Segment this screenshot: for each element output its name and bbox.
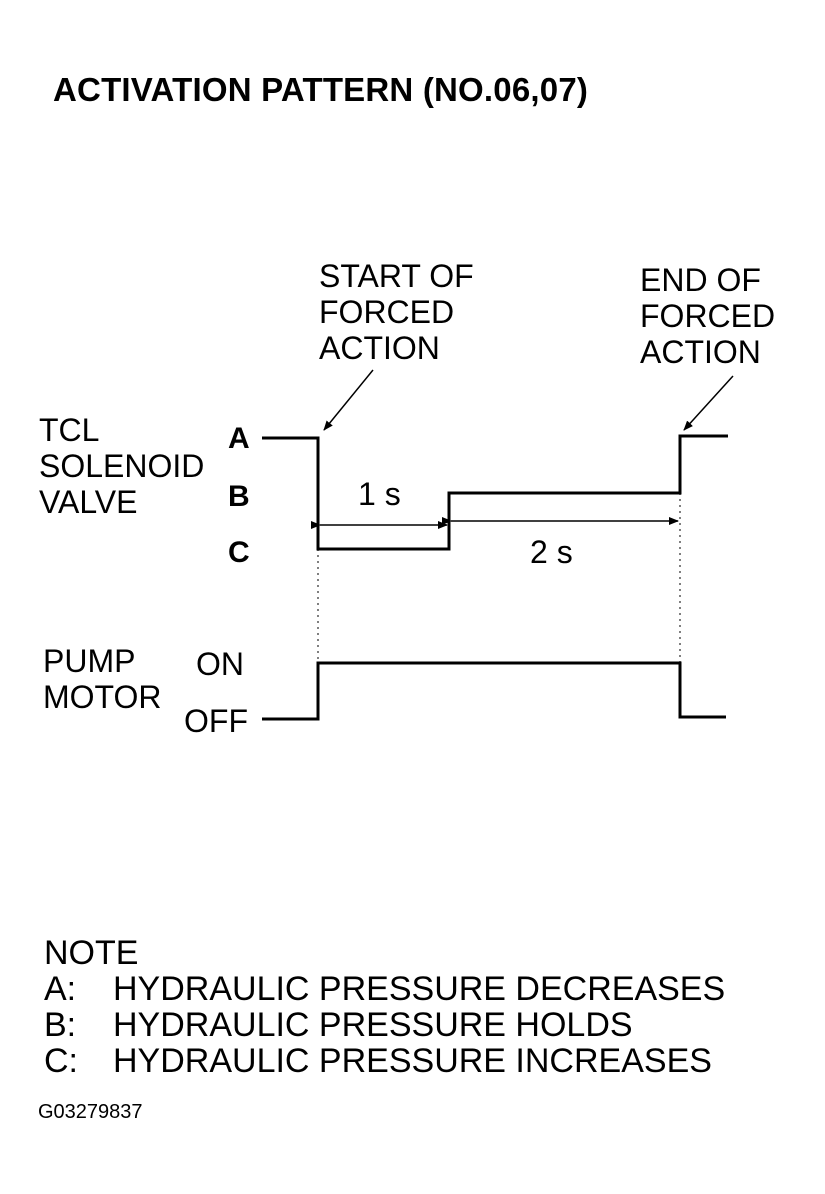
figure-code: G03279837	[38, 1101, 143, 1123]
note-b-key: B:	[44, 1006, 77, 1044]
note-c-key: C:	[44, 1042, 78, 1080]
end-annotation-line-3: ACTION	[640, 334, 761, 370]
duration-1s-label: 1 s	[358, 476, 401, 512]
start-annotation-line-1: START OF	[319, 258, 474, 294]
pump-waveform-line	[262, 661, 726, 721]
start-annotation-line-3: ACTION	[319, 330, 440, 366]
note-c-text: HYDRAULIC PRESSURE INCREASES	[113, 1042, 712, 1080]
pump-label-line-1: PUMP	[43, 643, 136, 679]
note-a-text: HYDRAULIC PRESSURE DECREASES	[113, 970, 726, 1008]
duration-2s-label: 2 s	[530, 534, 573, 570]
solenoid-waveform-line	[262, 434, 728, 551]
note-b-text: HYDRAULIC PRESSURE HOLDS	[113, 1006, 633, 1044]
end-annotation-line-2: FORCED	[640, 298, 776, 334]
start-annotation-line-2: FORCED	[319, 294, 455, 330]
start-pointer-arrow	[323, 369, 374, 431]
note-heading: NOTE	[44, 934, 139, 972]
solenoid-label-line-2: SOLENOID	[39, 448, 205, 484]
level-b-label: B	[228, 480, 250, 513]
note-a-key: A:	[44, 970, 77, 1008]
diagram-title: ACTIVATION PATTERN (NO.06,07)	[53, 71, 589, 108]
pump-on-label: ON	[196, 646, 244, 682]
pump-label-line-2: MOTOR	[43, 679, 162, 715]
level-a-label: A	[228, 422, 250, 455]
level-c-label: C	[228, 536, 250, 569]
solenoid-label-line-1: TCL	[39, 412, 100, 448]
end-pointer-arrow	[683, 375, 734, 431]
pump-off-label: OFF	[184, 703, 248, 739]
end-annotation-line-1: END OF	[640, 262, 761, 298]
solenoid-label-line-3: VALVE	[39, 484, 138, 520]
